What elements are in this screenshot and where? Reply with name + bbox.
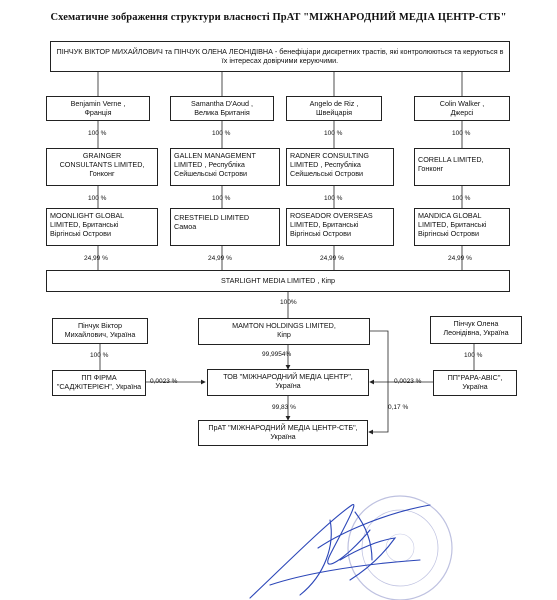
connector-arrow — [368, 330, 389, 435]
trustee-country: Швейцарія — [316, 108, 352, 117]
pinchuk-viktor-box: Пінчук Віктор Михайлович, Україна — [52, 318, 148, 344]
company-line: "САДЖІТЕРІЄН", Україна — [56, 382, 142, 391]
company-line: MOONLIGHT GLOBAL — [50, 211, 125, 220]
share-label: 24,99 % — [84, 255, 108, 262]
trustee-box-2: Samantha D'Aoud , Велика Британія — [170, 96, 274, 121]
company-line: GRAINGER — [82, 151, 122, 160]
company-line: ПП ФІРМА — [81, 373, 117, 382]
trustee-name: Benjamin Verne , — [70, 99, 126, 108]
share-label: 100 % — [324, 130, 343, 137]
stb-box: ПрАТ "МІЖНАРОДНИЙ МЕДІА ЦЕНТР-СТБ", Укра… — [198, 420, 368, 446]
share-label: 0,0023 % — [150, 378, 178, 385]
share-label: 100 % — [88, 130, 107, 137]
company-line: LIMITED , Республіка — [174, 160, 245, 169]
company-line: ROSEADOR OVERSEAS — [290, 211, 373, 220]
share-label: 0,0023 % — [394, 378, 422, 385]
share-label: 100 % — [212, 130, 231, 137]
share-label: 99,83 % — [272, 404, 296, 411]
company-line: Гонконг — [89, 169, 115, 178]
share-label: 100 % — [324, 195, 343, 202]
company-box-radner: RADNER CONSULTING LIMITED , Республіка С… — [286, 148, 394, 186]
beneficiaries-text: ПІНЧУК ВІКТОР МИХАЙЛОВИЧ та ПІНЧУК ОЛЕНА… — [56, 47, 504, 65]
pp-sadzhiterien-box: ПП ФІРМА "САДЖІТЕРІЄН", Україна — [52, 370, 146, 396]
share-label: 100% — [280, 299, 297, 306]
trustee-name: Samantha D'Aoud , — [190, 99, 254, 108]
share-label: 100 % — [212, 195, 231, 202]
company-line: ТОВ "МІЖНАРОДНИЙ МЕДІА ЦЕНТР", — [223, 372, 353, 381]
company-line: CRESTFIELD LIMITED — [174, 213, 250, 222]
trustee-country: Велика Британія — [194, 108, 250, 117]
tov-box: ТОВ "МІЖНАРОДНИЙ МЕДІА ЦЕНТР", Україна — [207, 369, 369, 396]
company-box-roseador: ROSEADOR OVERSEAS LIMITED, Британські Ві… — [286, 208, 394, 246]
pp-rapa-avis-box: ПП"РАРА-АВІС", Україна — [433, 370, 517, 396]
company-line: LIMITED, Британські — [290, 220, 359, 229]
company-line: GALLEN MANAGEMENT — [174, 151, 256, 160]
company-line: CONSULTANTS LIMITED, — [59, 160, 145, 169]
trustee-box-3: Angelo de Riz , Швейцарія — [286, 96, 382, 121]
person-line: Михайлович, Україна — [64, 330, 136, 339]
page-title: Схематичне зображення структури власност… — [50, 12, 507, 23]
person-line: Пінчук Віктор — [77, 321, 123, 330]
trustee-box-1: Benjamin Verne , Франція — [46, 96, 150, 121]
share-label: 100 % — [452, 195, 471, 202]
mamton-box: MAMTON HOLDINGS LIMITED, Кіпр — [198, 318, 370, 345]
company-line: Україна — [270, 432, 296, 441]
share-label: 99,9954% — [262, 351, 292, 358]
trustee-country: Джерсі — [450, 108, 474, 117]
trustee-box-4: Colin Walker , Джерсі — [414, 96, 510, 121]
pinchuk-olena-box: Пінчук Олена Леонідівна, Україна — [430, 316, 522, 344]
beneficiaries-box: ПІНЧУК ВІКТОР МИХАЙЛОВИЧ та ПІНЧУК ОЛЕНА… — [50, 41, 510, 72]
company-line: MANDICA GLOBAL — [418, 211, 482, 220]
starlight-box: STARLIGHT MEDIA LIMITED , Кіпр — [46, 270, 510, 292]
person-line: Пінчук Олена — [453, 319, 499, 328]
company-line: LIMITED, Британські — [50, 220, 119, 229]
company-line: Віргінські Острови — [50, 229, 111, 238]
share-label: 0,17 % — [388, 404, 409, 411]
company-line: ПрАТ "МІЖНАРОДНИЙ МЕДІА ЦЕНТР-СТБ", — [208, 423, 358, 432]
company-box-gallen: GALLEN MANAGEMENT LIMITED , Республіка С… — [170, 148, 280, 186]
share-label: 24,99 % — [208, 255, 232, 262]
company-box-crestfield: CRESTFIELD LIMITED Самоа — [170, 208, 280, 246]
company-line: STARLIGHT MEDIA LIMITED , Кіпр — [220, 276, 336, 285]
company-line: Віргінські Острови — [290, 229, 351, 238]
company-line: ПП"РАРА-АВІС", — [447, 373, 503, 382]
company-line: Сейшельські Острови — [290, 169, 364, 178]
person-line: Леонідівна, Україна — [443, 328, 509, 337]
trustee-country: Франція — [84, 108, 112, 117]
company-line: Україна — [462, 382, 488, 391]
trustee-name: Angelo de Riz , — [309, 99, 359, 108]
company-line: Гонконг — [418, 164, 444, 173]
share-label: 100 % — [88, 195, 107, 202]
company-box-moonlight: MOONLIGHT GLOBAL LIMITED, Британські Вір… — [46, 208, 158, 246]
company-line: RADNER CONSULTING — [290, 151, 369, 160]
company-line: LIMITED , Республіка — [290, 160, 361, 169]
company-line: Сейшельські Острови — [174, 169, 248, 178]
company-line: Віргінські Острови — [418, 229, 479, 238]
company-line: CORELLA LIMITED, — [418, 155, 484, 164]
share-label: 24,99 % — [448, 255, 472, 262]
trustee-name: Colin Walker , — [439, 99, 485, 108]
share-label: 24,99 % — [320, 255, 344, 262]
company-line: MAMTON HOLDINGS LIMITED, — [232, 321, 336, 330]
company-line: LIMITED, Британські — [418, 220, 487, 229]
company-line: Україна — [275, 381, 301, 390]
company-box-mandica: MANDICA GLOBAL LIMITED, Британські Віргі… — [414, 208, 510, 246]
signature — [249, 504, 431, 599]
share-label: 100 % — [90, 352, 109, 359]
share-label: 100 % — [452, 130, 471, 137]
company-box-corella: CORELLA LIMITED, Гонконг — [414, 148, 510, 186]
company-line: Кіпр — [277, 330, 291, 339]
company-line: Самоа — [174, 222, 197, 231]
company-box-grainger: GRAINGER CONSULTANTS LIMITED, Гонконг — [46, 148, 158, 186]
share-label: 100 % — [464, 352, 483, 359]
